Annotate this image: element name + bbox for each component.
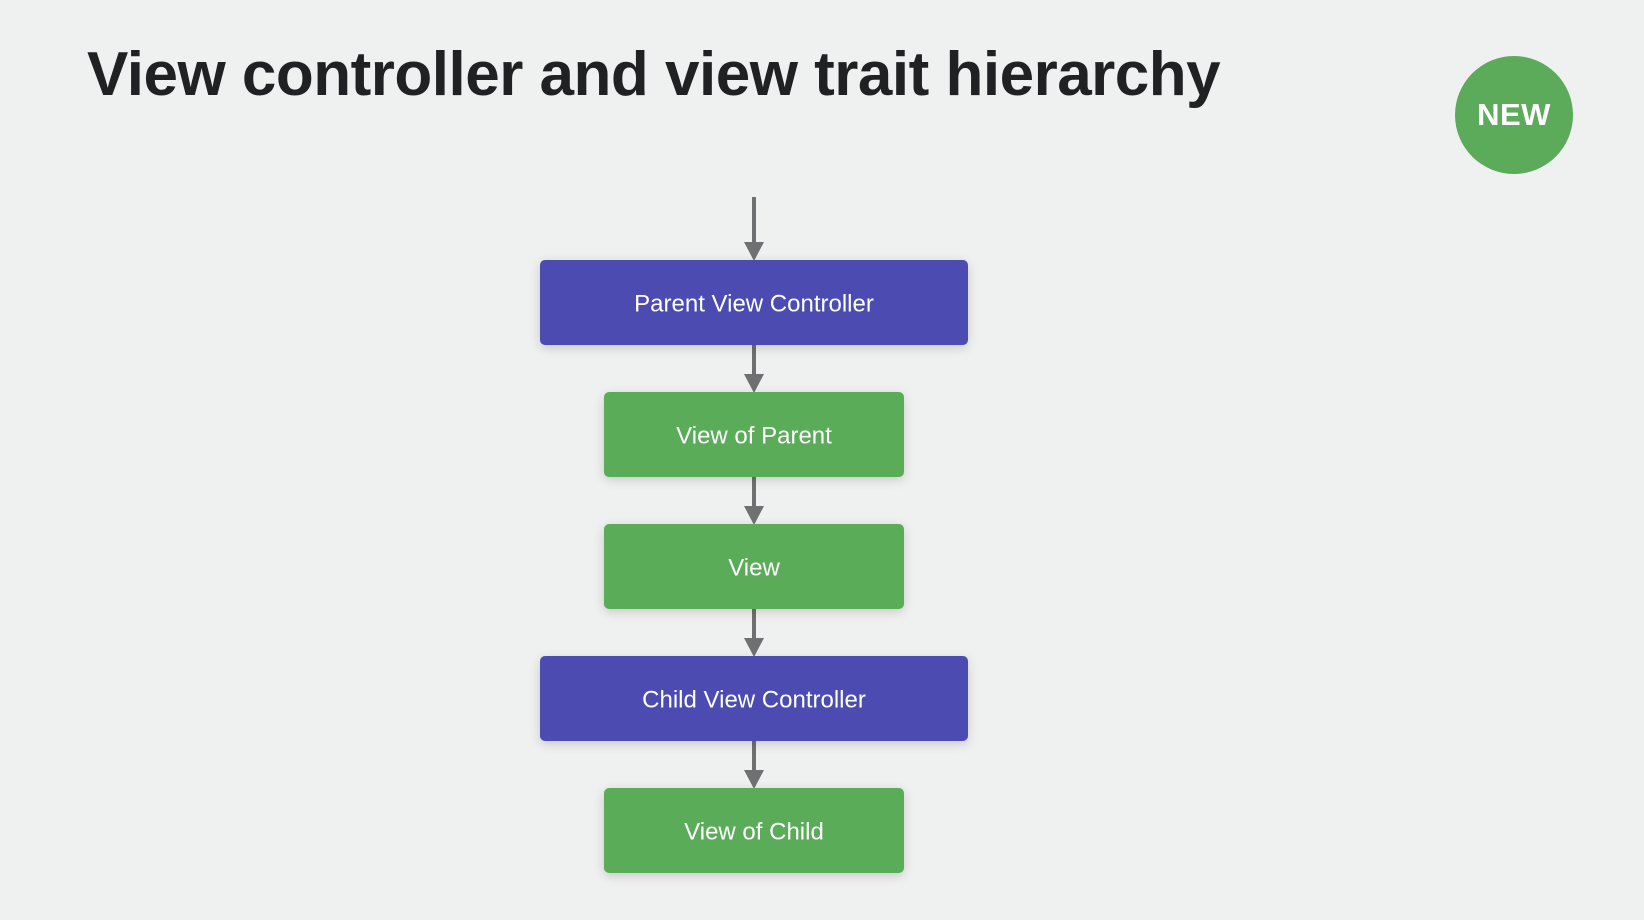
node-box-view-of-child <box>604 788 904 873</box>
node-label-parent-view-controller: Parent View Controller <box>634 291 874 318</box>
edge-child-view-controller-to-view-of-child <box>744 741 764 789</box>
node-box-parent-view-controller <box>540 260 968 345</box>
entry-arrow <box>744 197 764 261</box>
node-view-of-parent: View of Parent <box>604 392 904 477</box>
node-label-view: View <box>728 555 780 582</box>
slide-title: View controller and view trait hierarchy <box>87 40 1221 109</box>
node-child-view-controller: Child View Controller <box>540 656 968 741</box>
node-label-child-view-controller: Child View Controller <box>642 687 866 714</box>
edge-view-of-parent-to-view <box>744 477 764 525</box>
node-box-child-view-controller <box>540 656 968 741</box>
node-label-view-of-parent: View of Parent <box>676 423 832 450</box>
edge-child-view-controller-to-view-of-child-head <box>744 770 764 789</box>
node-label-view-of-child: View of Child <box>684 819 824 846</box>
edge-parent-view-controller-to-view-of-parent-head <box>744 374 764 393</box>
edges-layer <box>744 197 764 789</box>
edge-parent-view-controller-to-view-of-parent <box>744 345 764 393</box>
node-view: View <box>604 524 904 609</box>
entry-arrow-head <box>744 242 764 261</box>
node-view-of-child: View of Child <box>604 788 904 873</box>
edge-view-to-child-view-controller-head <box>744 638 764 657</box>
node-box-view <box>604 524 904 609</box>
node-box-view-of-parent <box>604 392 904 477</box>
edge-view-to-child-view-controller <box>744 609 764 657</box>
new-badge-label: NEW <box>1477 97 1551 132</box>
new-badge: NEW <box>1455 56 1573 174</box>
node-parent-view-controller: Parent View Controller <box>540 260 968 345</box>
edge-view-of-parent-to-view-head <box>744 506 764 525</box>
